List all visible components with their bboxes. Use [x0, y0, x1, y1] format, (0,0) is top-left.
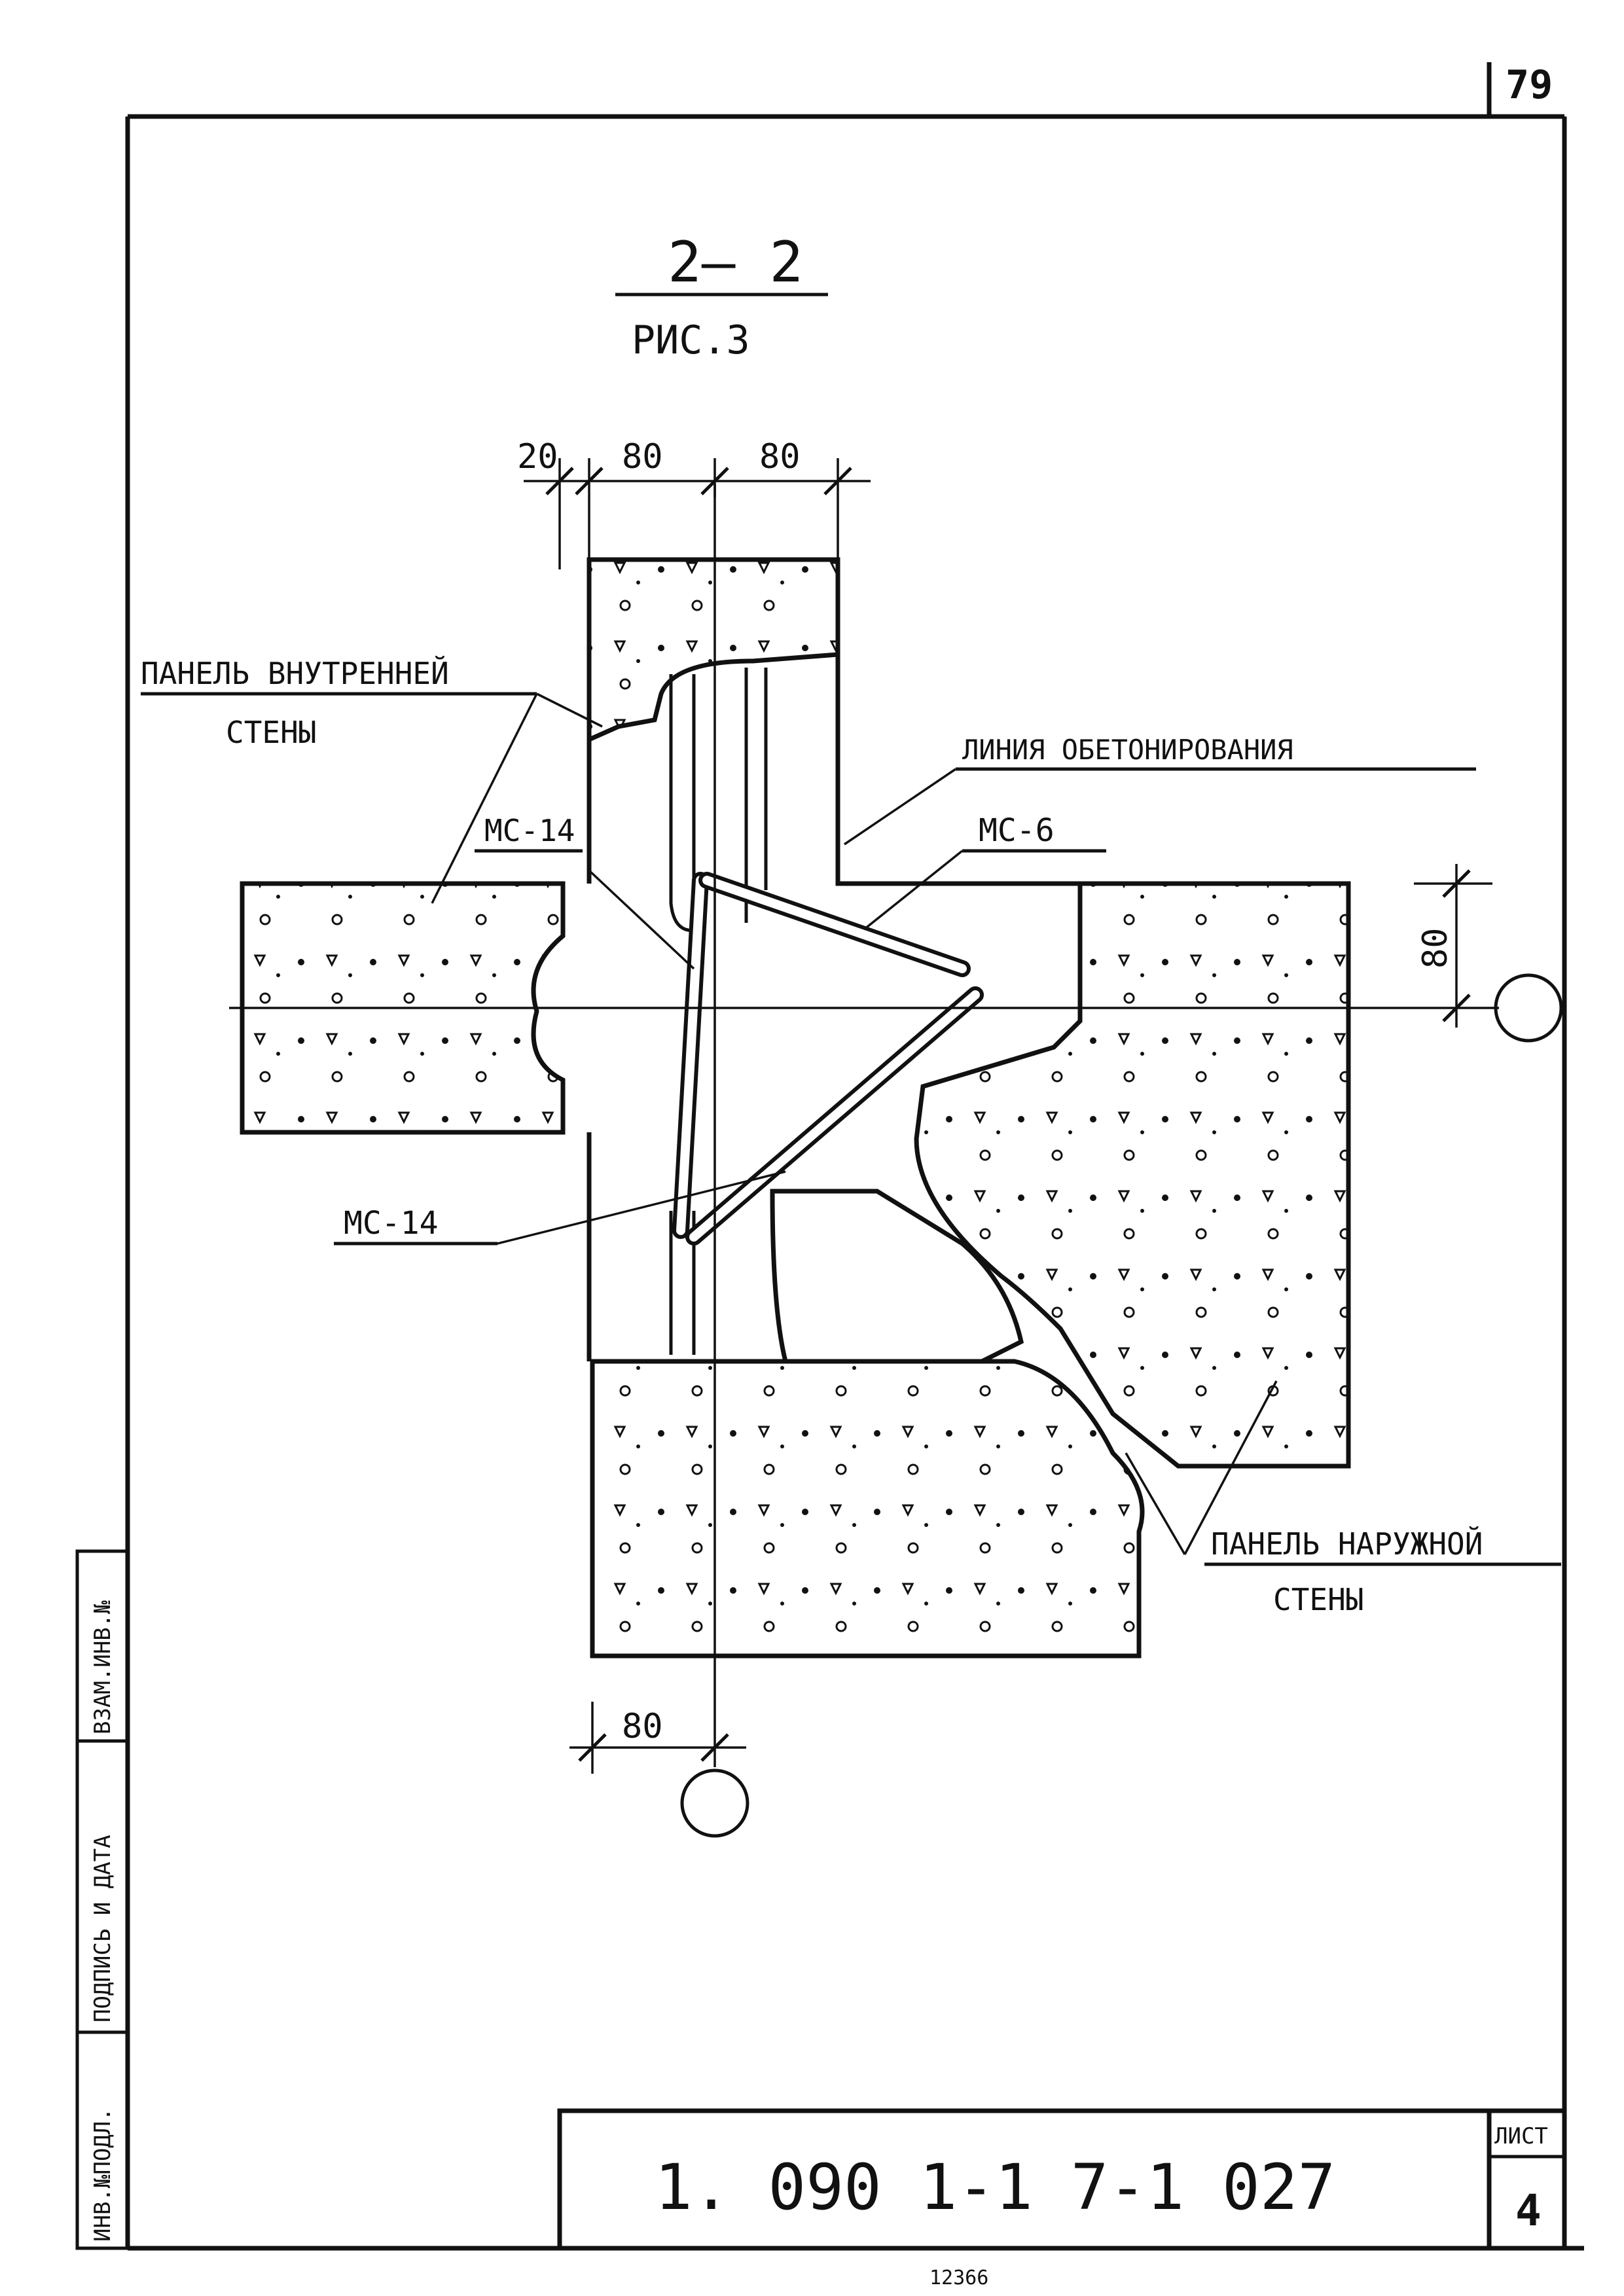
vertical-channel [669, 668, 768, 1355]
dimension-right [1414, 864, 1492, 1028]
label-mc14-upper: МС-14 [484, 813, 575, 848]
title-block [557, 2108, 1567, 2251]
side-stamp [75, 1549, 130, 2250]
anchor-mc6 [698, 872, 971, 977]
anchor-mc14-vertical [672, 872, 709, 1239]
leader-outer-panel-1 [1125, 1452, 1186, 1555]
outer-panel-bottom [590, 1359, 1145, 1659]
dim-bottom-80: 80 [622, 1707, 663, 1746]
leader-mc14-lower [497, 1170, 786, 1245]
dimension-chain-top [524, 458, 871, 569]
anchor-mc14-diagonal [685, 986, 984, 1246]
axis-marker-bottom [680, 1768, 749, 1838]
footer-note: 12366 [929, 2267, 988, 2289]
dim-top-80b: 80 [759, 437, 801, 476]
axis-marker-right [1494, 973, 1563, 1043]
dim-right-80: 80 [1416, 927, 1455, 969]
leader-concreting-line [844, 768, 956, 846]
sheet-frame [125, 62, 1584, 2251]
leader-mc6 [863, 850, 964, 931]
dim-top-20: 20 [517, 437, 558, 476]
leader-inner-panel-top [536, 692, 603, 728]
stamp-signature-date: ПОДПИСЬ И ДАТА [90, 1835, 116, 2022]
section-title: 2— 2 [668, 230, 803, 295]
dim-top-80a: 80 [622, 437, 663, 476]
outer-panel-mid [770, 1189, 1024, 1364]
leader-outer-panel-2 [1183, 1380, 1278, 1555]
document-code: 1. 090 1-1 7-1 027 [655, 2151, 1335, 2224]
outer-panel-right [914, 881, 1351, 1469]
label-outer-panel-line2: СТЕНЫ [1273, 1582, 1363, 1617]
dimension-bottom [569, 1702, 746, 1774]
leader-inner-panel-left [431, 693, 538, 904]
label-mc6: МС-6 [979, 812, 1055, 849]
sheet-number: 4 [1515, 2185, 1542, 2236]
inner-panel-top [586, 557, 840, 744]
page-number: 79 [1506, 62, 1553, 108]
label-outer-panel-line1: ПАНЕЛЬ НАРУЖНОЙ [1211, 1526, 1483, 1562]
label-mc14-lower: МС-14 [344, 1205, 439, 1242]
label-concreting-line: ЛИНИЯ ОБЕТОНИРОВАНИЯ [962, 734, 1293, 766]
label-inner-panel-line2: СТЕНЫ [226, 715, 316, 750]
stamp-inv-podl: ИНВ.№ПОДЛ. [90, 2108, 116, 2242]
label-inner-panel-line1: ПАНЕЛЬ ВНУТРЕННЕЙ [141, 656, 449, 691]
section-subtitle: РИС.3 [632, 317, 750, 363]
concreting-outline [586, 655, 1080, 1361]
leader-mc14-upper [588, 869, 695, 970]
axis-lines [229, 484, 1499, 1767]
sheet-label: ЛИСТ [1494, 2123, 1548, 2149]
stamp-vzam-inv: ВЗАМ.ИНВ.№ [90, 1600, 116, 1734]
